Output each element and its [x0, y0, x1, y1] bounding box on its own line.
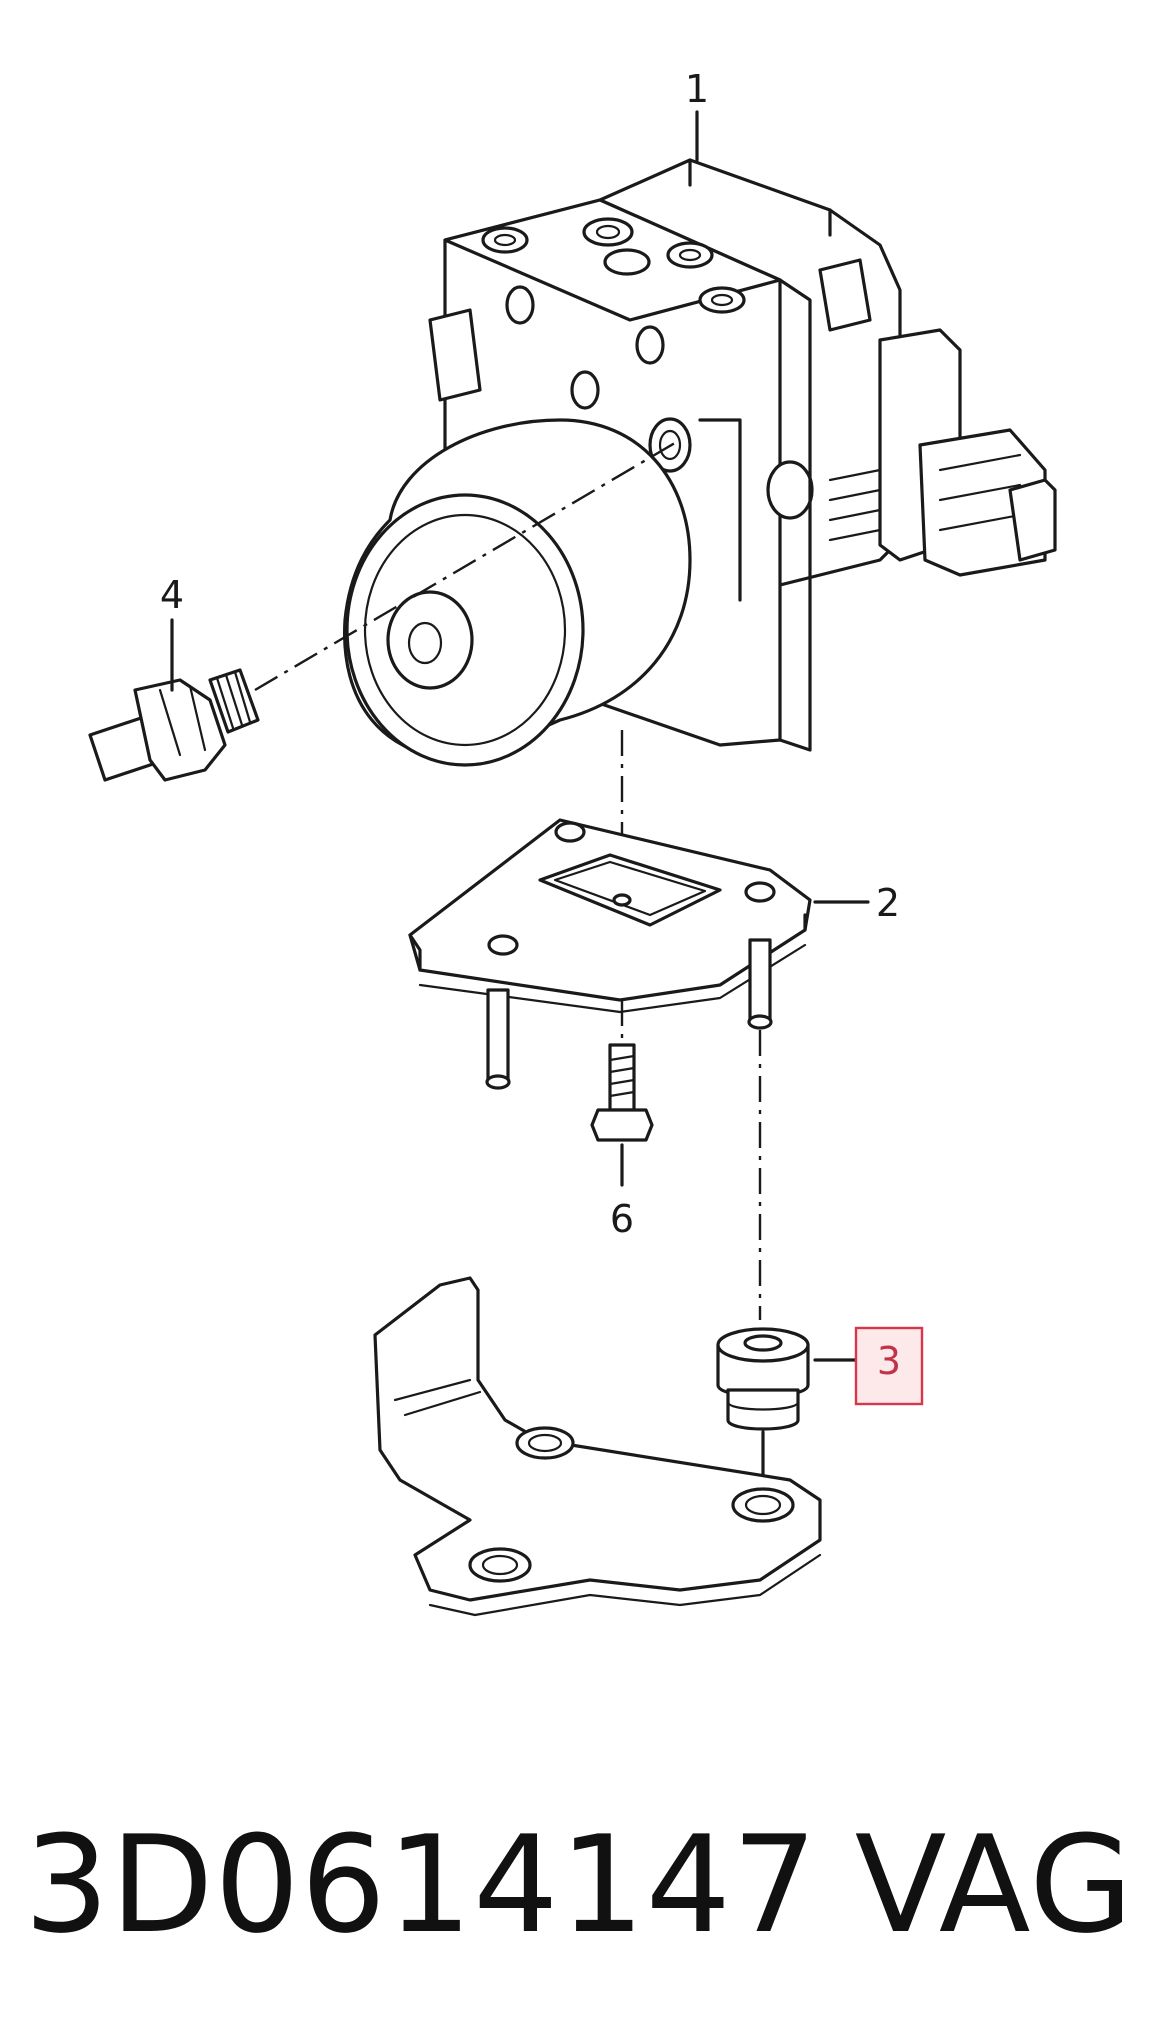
- callout-3-highlight-box: [854, 1326, 924, 1406]
- bolt: [590, 1000, 654, 1187]
- mounting-bracket: [408, 818, 812, 1090]
- callout-3: 3: [877, 1339, 901, 1383]
- abs-unit: [342, 158, 1057, 767]
- axis-line-sensor: [254, 438, 681, 692]
- callout-1: 1: [685, 67, 709, 111]
- brand-name: VAG: [854, 1807, 1134, 1963]
- part-info-line: 3D0614147 VAG: [24, 1800, 1134, 1970]
- sensor-fitting: [88, 668, 260, 782]
- part-number: 3D0614147: [24, 1807, 819, 1963]
- exploded-parts-diagram: 1 4 2 6 3: [88, 67, 1057, 1617]
- diagram-canvas: 1 4 2 6 3: [88, 67, 1057, 1617]
- callout-2: 2: [876, 881, 900, 925]
- rubber-bushing: [716, 1327, 810, 1502]
- callout-6: 6: [610, 1197, 634, 1241]
- lower-bracket: [373, 1276, 822, 1617]
- callout-4: 4: [160, 573, 184, 617]
